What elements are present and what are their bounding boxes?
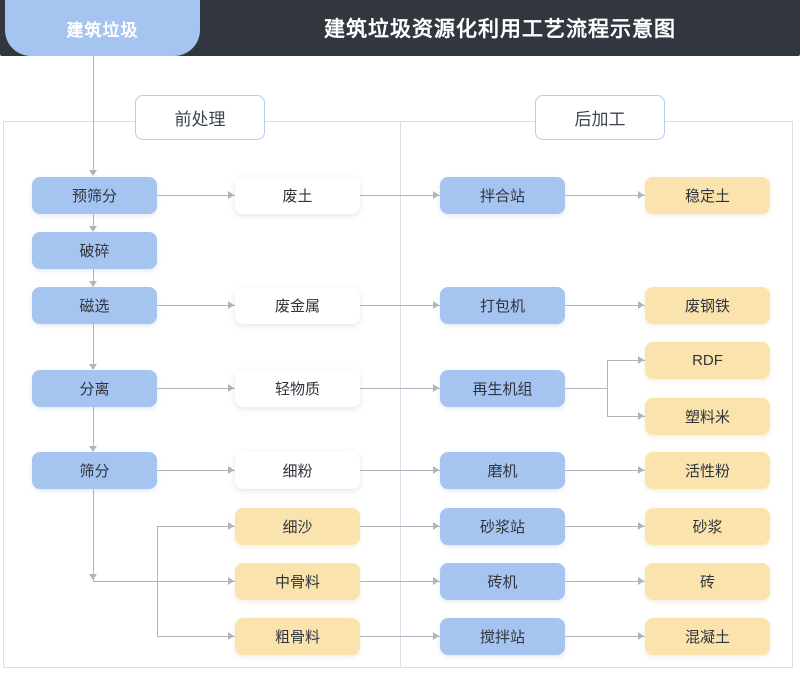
connector-fine-sand-to-mortar-station (360, 526, 440, 527)
node-concrete[interactable]: 混凝土 (645, 618, 770, 655)
arrowhead-to-light-material (228, 384, 234, 392)
node-waste-metal[interactable]: 废金属 (235, 287, 360, 324)
connector-prescreen-to-waste-soil (157, 195, 235, 196)
connector-brick-machine-to-brick (565, 581, 645, 582)
connector-crushing-to-magnetic (93, 269, 94, 286)
arrowhead-to-baler (433, 301, 439, 309)
node-concrete-station[interactable]: 搅拌站 (440, 618, 565, 655)
connector-waste-metal-to-baler (360, 305, 440, 306)
connector-grinder-to-active-powder (565, 470, 645, 471)
node-coarse-aggregate[interactable]: 粗骨料 (235, 618, 360, 655)
connector-magnetic-to-separation (93, 324, 94, 369)
node-baler[interactable]: 打包机 (440, 287, 565, 324)
arrowhead-to-fine-sand (228, 522, 234, 530)
connector-concrete-station-to-concrete (565, 636, 645, 637)
arrowhead-to-brick-machine (433, 577, 439, 585)
arrowhead-to-stabilized-soil (638, 191, 644, 199)
node-medium-aggregate[interactable]: 中骨料 (235, 563, 360, 600)
connector-aggregate-spine (157, 526, 158, 636)
node-stabilized-soil[interactable]: 稳定土 (645, 177, 770, 214)
arrowhead-to-plastic-pellet (638, 412, 644, 420)
arrowhead-to-concrete-station (433, 632, 439, 640)
connector-spine-to-fine-sand (157, 526, 235, 527)
connector-separation-to-sieving (93, 407, 94, 451)
connector-medium-aggregate-to-brick-machine (360, 581, 440, 582)
stage-label-postprocessing: 后加工 (535, 95, 665, 140)
node-magnetic-separation[interactable]: 磁选 (32, 287, 157, 324)
connector-baler-to-scrap-steel (565, 305, 645, 306)
connector-sieving-to-aggregates (93, 489, 94, 581)
node-mortar[interactable]: 砂浆 (645, 508, 770, 545)
node-sieving[interactable]: 筛分 (32, 452, 157, 489)
connector-fine-powder-to-grinder (360, 470, 440, 471)
arrowhead-separation-to-sieving (89, 446, 97, 452)
connector-sieving-to-fine-powder (157, 470, 235, 471)
node-separation[interactable]: 分离 (32, 370, 157, 407)
arrowhead-to-medium-aggregate (228, 577, 234, 585)
node-light-material[interactable]: 轻物质 (235, 370, 360, 407)
connector-prescreen-to-crushing (93, 214, 94, 231)
node-plastic-pellet[interactable]: 塑料米 (645, 398, 770, 435)
arrowhead-to-waste-metal (228, 301, 234, 309)
node-grinder[interactable]: 磨机 (440, 452, 565, 489)
stage-divider (400, 121, 401, 668)
connector-mortar-station-to-mortar (565, 526, 645, 527)
arrowhead-source-to-prescreen (89, 170, 97, 176)
node-scrap-steel[interactable]: 废钢铁 (645, 287, 770, 324)
arrowhead-to-brick (638, 577, 644, 585)
connector-magnetic-to-waste-metal (157, 305, 235, 306)
arrowhead-to-coarse-aggregate (228, 632, 234, 640)
connector-branch-to-plastic-pellet (607, 416, 645, 417)
connector-spine-to-coarse-aggregate (157, 636, 235, 637)
diagram-frame (3, 121, 793, 668)
arrowhead-to-grinder (433, 466, 439, 474)
arrowhead-to-concrete (638, 632, 644, 640)
arrowhead-magnetic-to-separation (89, 364, 97, 370)
arrowhead-to-recycling-unit (433, 384, 439, 392)
node-mortar-station[interactable]: 砂浆站 (440, 508, 565, 545)
arrowhead-sieving-down (89, 574, 97, 580)
connector-mixing-station-to-stabilized-soil (565, 195, 645, 196)
arrowhead-to-mortar-station (433, 522, 439, 530)
stage-label-pretreatment: 前处理 (135, 95, 265, 140)
connector-coarse-aggregate-to-concrete-station (360, 636, 440, 637)
arrowhead-prescreen-to-crushing (89, 226, 97, 232)
arrowhead-crushing-to-magnetic (89, 281, 97, 287)
node-pre-screening[interactable]: 预筛分 (32, 177, 157, 214)
node-brick[interactable]: 砖 (645, 563, 770, 600)
connector-source-to-prescreen (93, 56, 94, 171)
node-brick-machine[interactable]: 砖机 (440, 563, 565, 600)
arrowhead-to-scrap-steel (638, 301, 644, 309)
connector-light-material-to-recycling-unit (360, 388, 440, 389)
arrowhead-to-rdf (638, 356, 644, 364)
node-waste-soil[interactable]: 废土 (235, 177, 360, 214)
node-fine-powder[interactable]: 细粉 (235, 452, 360, 489)
arrowhead-to-waste-soil (228, 191, 234, 199)
connector-recycling-unit-stub (565, 388, 608, 389)
arrowhead-to-mortar (638, 522, 644, 530)
node-crushing[interactable]: 破碎 (32, 232, 157, 269)
connector-branch-to-rdf (607, 360, 645, 361)
connector-sieving-to-medium-aggregate (93, 581, 235, 582)
page-title: 建筑垃圾资源化利用工艺流程示意图 (324, 18, 676, 41)
source-tab[interactable]: 建筑垃圾 (5, 0, 200, 56)
node-active-powder[interactable]: 活性粉 (645, 452, 770, 489)
node-rdf[interactable]: RDF (645, 342, 770, 379)
node-fine-sand[interactable]: 细沙 (235, 508, 360, 545)
node-mixing-station[interactable]: 拌合站 (440, 177, 565, 214)
connector-recycling-branch-spine (607, 360, 608, 416)
arrowhead-to-mixing-station (433, 191, 439, 199)
arrowhead-to-active-powder (638, 466, 644, 474)
connector-waste-soil-to-mixing-station (360, 195, 440, 196)
connector-separation-to-light-material (157, 388, 235, 389)
arrowhead-to-fine-powder (228, 466, 234, 474)
node-recycling-unit[interactable]: 再生机组 (440, 370, 565, 407)
